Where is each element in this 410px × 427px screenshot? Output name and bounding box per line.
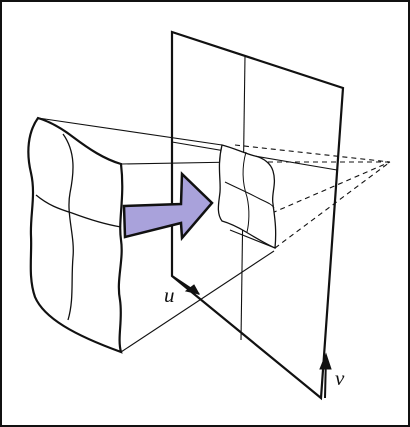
v-axis-arrow-group: v	[319, 352, 345, 399]
projection-line-bottom-right	[120, 250, 275, 353]
u-axis-label: u	[164, 283, 175, 307]
dashed-ray-bottom	[274, 161, 391, 249]
projected-patch-grid-vertical	[242, 151, 250, 233]
u-axis-arrowhead-icon	[184, 284, 200, 295]
surface-grid-horizontal	[35, 194, 122, 228]
surface-patch-group	[27, 116, 391, 354]
projected-patch-grid-horizontal	[224, 181, 275, 209]
projection-line-top-left	[37, 117, 223, 146]
u-axis-arrow-group: u	[164, 275, 200, 307]
wavy-surface-patch	[27, 116, 124, 354]
v-axis-label: v	[335, 366, 345, 390]
dashed-ray-top	[234, 144, 391, 163]
projection-line-top-right	[120, 161, 238, 165]
dashed-ray-middle	[271, 161, 391, 214]
surface-grid-vertical	[62, 133, 74, 321]
v-axis-arrowhead-icon	[319, 352, 332, 370]
right-arrow-icon	[122, 171, 214, 242]
